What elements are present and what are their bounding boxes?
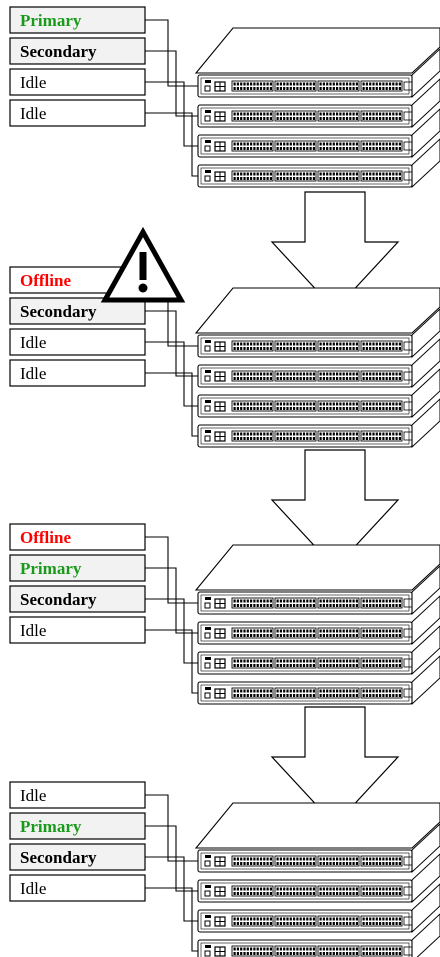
role-text: Primary (20, 11, 82, 30)
stacked-switch-icon (194, 27, 440, 74)
switch-unit (197, 883, 440, 934)
stack-role-label: Primary (9, 812, 146, 840)
stack-role-label: Secondary (9, 843, 146, 871)
stacked-switch-icon (194, 287, 440, 334)
role-box (9, 812, 146, 840)
role-text: Idle (20, 73, 46, 92)
connector-line (145, 825, 198, 892)
connector-line (145, 536, 198, 604)
connector-line (145, 81, 198, 147)
stack-role-label: Offline (9, 523, 146, 551)
switch-unit (197, 78, 440, 129)
switch-unit (197, 823, 440, 874)
switch-unit (197, 625, 440, 676)
switch-unit (197, 308, 440, 359)
stages-layer: PrimarySecondaryIdleIdleOfflineSecondary… (9, 6, 440, 957)
down-arrow-icon (270, 706, 400, 826)
connector-line (145, 794, 198, 862)
switch-unit (197, 595, 440, 646)
stack-role-label: Idle (9, 874, 146, 902)
role-text: Secondary (20, 590, 97, 609)
connector-line (145, 341, 198, 407)
role-text: Offline (20, 528, 71, 547)
stack-role-label: Idle (9, 328, 146, 356)
stack-role-label: Primary (9, 6, 146, 34)
switch-unit (197, 398, 440, 449)
stack-role-label: Secondary (9, 585, 146, 613)
role-box (9, 781, 146, 809)
connector-line (145, 19, 198, 87)
connector-line (145, 50, 198, 117)
connector-line (145, 598, 198, 664)
role-text: Idle (20, 879, 46, 898)
stack-role-label: Idle (9, 616, 146, 644)
role-box (9, 554, 146, 582)
role-box (9, 328, 146, 356)
role-text: Secondary (20, 848, 97, 867)
down-arrow-icon (270, 191, 400, 311)
role-box (9, 585, 146, 613)
connector-line (145, 567, 198, 634)
stack-role-label: Idle (9, 781, 146, 809)
switch-unit (197, 655, 440, 706)
stacked-switch-icon (194, 544, 440, 591)
role-text: Primary (20, 559, 82, 578)
stack-role-label: Primary (9, 554, 146, 582)
warning-triangle-icon (100, 226, 186, 303)
connector-line (145, 310, 198, 377)
connector-line (145, 629, 198, 694)
role-box (9, 359, 146, 387)
switch-unit (197, 565, 440, 616)
arrows-layer (270, 191, 400, 826)
role-box (9, 843, 146, 871)
stack-role-label: Secondary (9, 297, 146, 325)
role-text: Idle (20, 104, 46, 123)
role-text: Idle (20, 364, 46, 383)
switch-unit (197, 138, 440, 189)
role-text: Primary (20, 817, 82, 836)
stack-role-label: Idle (9, 68, 146, 96)
connector-line (145, 112, 198, 177)
down-arrow-icon (270, 449, 400, 569)
connector-line (145, 856, 198, 922)
stack-role-label: Idle (9, 99, 146, 127)
switch-unit (197, 368, 440, 419)
role-text: Idle (20, 333, 46, 352)
role-box (9, 68, 146, 96)
switch-unit (197, 913, 440, 957)
role-box (9, 6, 146, 34)
connector-line (145, 887, 198, 952)
switch-unit (197, 338, 440, 389)
role-text: Secondary (20, 42, 97, 61)
switch-unit (197, 48, 440, 99)
role-text: Idle (20, 621, 46, 640)
role-box (9, 37, 146, 65)
switch-unit (197, 853, 440, 904)
role-text: Offline (20, 271, 71, 290)
stacked-switch-icon (194, 802, 440, 849)
stack-role-label: Secondary (9, 37, 146, 65)
role-text: Idle (20, 786, 46, 805)
role-text: Secondary (20, 302, 97, 321)
stack-role-label: Idle (9, 359, 146, 387)
connector-line (145, 372, 198, 437)
role-box (9, 523, 146, 551)
switch-unit (197, 108, 440, 159)
